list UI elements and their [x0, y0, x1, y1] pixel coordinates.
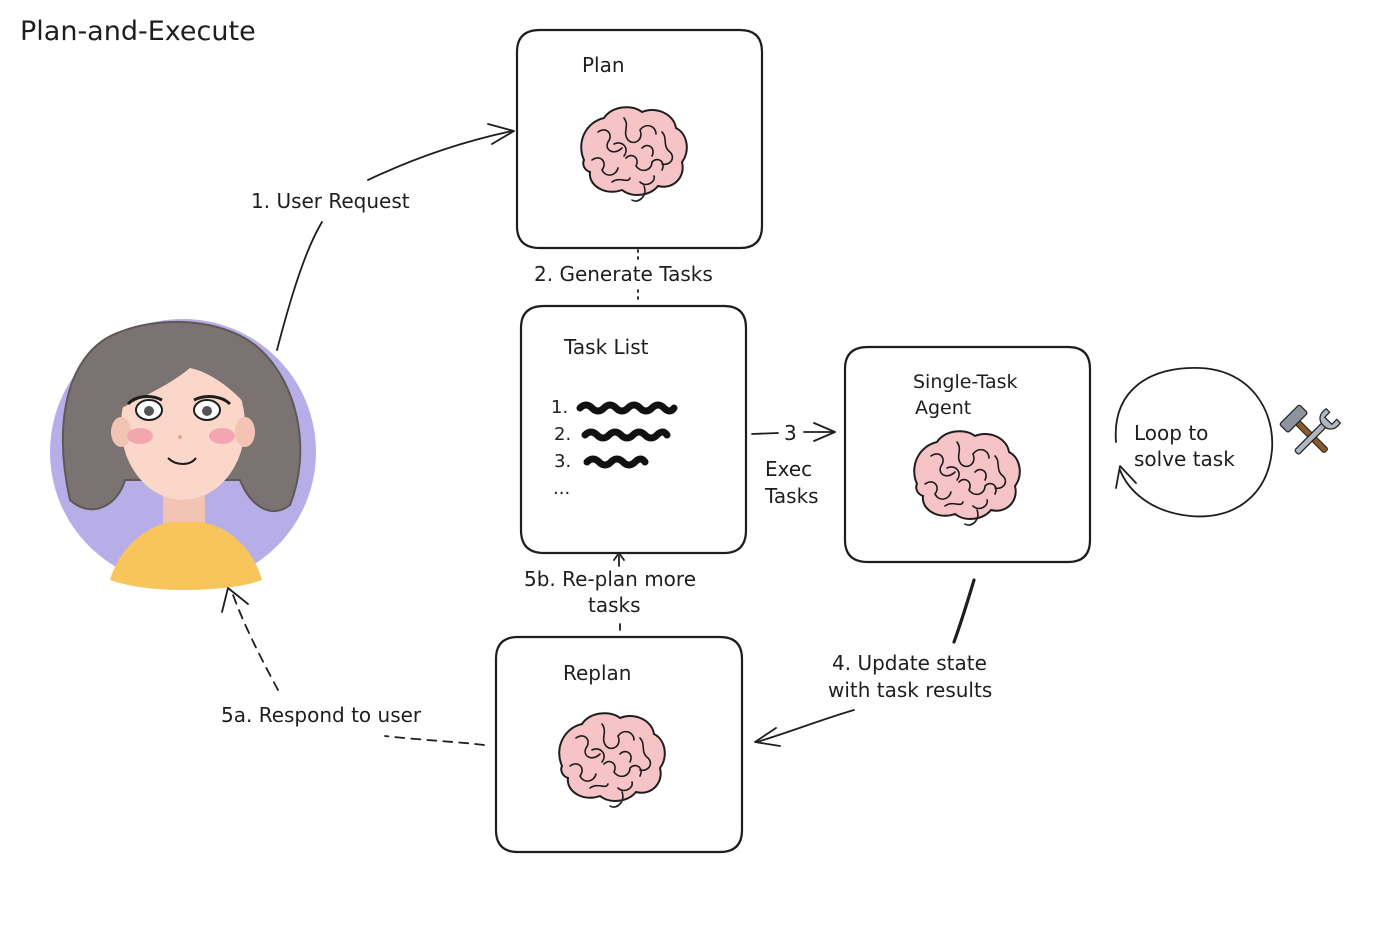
- agent-node: Single-Task Agent: [843, 345, 1092, 564]
- task-item-ellipsis: ...: [553, 478, 570, 499]
- arrowhead: [487, 123, 515, 145]
- arrowhead: [754, 727, 781, 747]
- task-item-number: 1.: [551, 397, 568, 418]
- edge-label-loop: Loop to: [1134, 421, 1208, 445]
- user-avatar: [50, 319, 316, 590]
- task-list-node: Task List 1. 2. 3. ...: [519, 304, 748, 555]
- agent-label: Single-Task: [913, 371, 1018, 393]
- edge-label-exec-tasks: Tasks: [764, 484, 819, 508]
- task-item-scribble: [583, 455, 649, 469]
- arrowhead: [1115, 465, 1137, 489]
- replan-node: Replan: [494, 635, 744, 854]
- edge-label-update-state: with task results: [828, 678, 992, 702]
- plan-label: Plan: [582, 53, 625, 77]
- edge-label-replan-more: 5b. Re-plan more: [524, 567, 696, 591]
- edge-label-loop: solve task: [1134, 447, 1235, 471]
- task-item-scribble: [576, 401, 678, 415]
- edge-label-generate-tasks: 2. Generate Tasks: [534, 262, 713, 286]
- edge-update-state: [756, 709, 855, 743]
- edge-user-request: [367, 130, 513, 181]
- diagram-title: Plan-and-Execute: [20, 16, 256, 47]
- plan-node: Plan: [515, 28, 764, 250]
- edge-label-user-request: 1. User Request: [251, 189, 410, 213]
- task-list-label: Task List: [563, 335, 649, 359]
- edge-update-state: [952, 578, 976, 644]
- task-item-number: 3.: [554, 451, 571, 472]
- edge-label-respond: 5a. Respond to user: [221, 703, 422, 727]
- edge-label-update-state: 4. Update state: [832, 651, 987, 675]
- edge-label-exec-tasks: Exec: [765, 457, 812, 481]
- arrowhead: [221, 587, 249, 613]
- hammer-wrench-icon: [1279, 404, 1342, 455]
- edge-respond: [384, 735, 485, 746]
- agent-label: Agent: [915, 397, 971, 419]
- edge-loop: [1114, 367, 1274, 518]
- edge-label-exec-number: 3: [784, 421, 797, 445]
- arrowhead: [813, 422, 836, 442]
- edge-user-request: [276, 221, 323, 351]
- arrowhead: [613, 552, 625, 561]
- edge-exec-tasks: [751, 432, 779, 435]
- edge-label-replan-more: tasks: [588, 593, 641, 617]
- task-item-number: 2.: [554, 424, 571, 445]
- task-item-scribble: [581, 428, 671, 442]
- replan-label: Replan: [563, 661, 632, 685]
- edge-respond: [231, 591, 279, 691]
